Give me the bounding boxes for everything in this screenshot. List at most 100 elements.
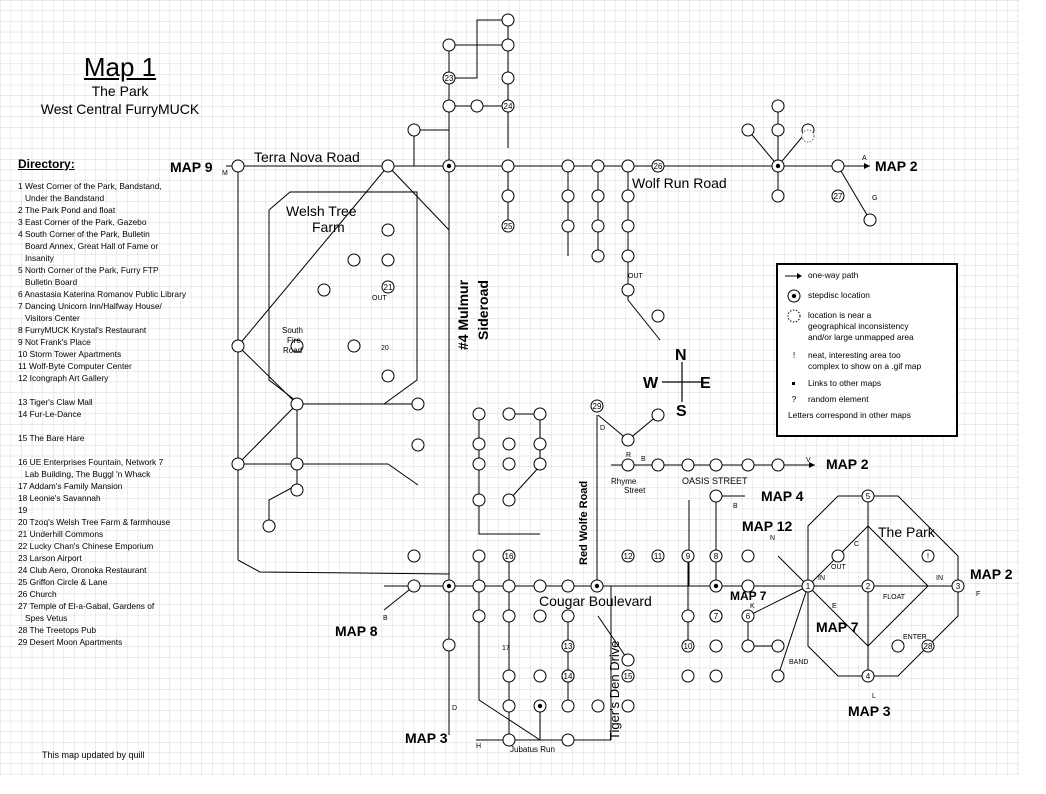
map3-bottom-link[interactable]: MAP 3 (848, 703, 891, 719)
location-15[interactable]: 15 (621, 669, 635, 683)
location-node[interactable] (501, 13, 515, 27)
location-node[interactable] (407, 123, 421, 137)
location-node[interactable] (561, 579, 575, 593)
location-12[interactable]: 12 (621, 549, 635, 563)
location-1[interactable]: 1 (801, 579, 815, 593)
location-13[interactable]: 13 (561, 639, 575, 653)
location-node[interactable] (621, 249, 635, 263)
location-6[interactable]: 6 (741, 609, 755, 623)
location-node[interactable] (621, 283, 635, 297)
location-node[interactable] (771, 669, 785, 683)
location-node[interactable] (442, 99, 456, 113)
location-node[interactable] (381, 253, 395, 267)
location-node[interactable] (801, 129, 815, 143)
location-node[interactable] (741, 123, 755, 137)
location-node[interactable] (741, 549, 755, 563)
location-3[interactable]: 3 (951, 579, 965, 593)
location-node[interactable] (290, 397, 304, 411)
location-node[interactable] (561, 609, 575, 623)
location-node[interactable] (533, 669, 547, 683)
location-node[interactable] (561, 219, 575, 233)
location-node[interactable] (502, 407, 516, 421)
location-node[interactable] (407, 579, 421, 593)
location-node[interactable] (317, 283, 331, 297)
location-node[interactable] (621, 159, 635, 173)
location-node[interactable] (621, 653, 635, 667)
map12-link[interactable]: MAP 12 (742, 518, 793, 534)
location-node[interactable] (442, 159, 456, 173)
location-node[interactable] (411, 397, 425, 411)
location-node[interactable] (442, 38, 456, 52)
location-node[interactable] (533, 609, 547, 623)
location-node[interactable] (681, 458, 695, 472)
location-node[interactable] (651, 309, 665, 323)
location-14[interactable]: 14 (561, 669, 575, 683)
location-node[interactable] (472, 579, 486, 593)
location-node[interactable] (231, 339, 245, 353)
location-node[interactable] (502, 579, 516, 593)
location-node[interactable] (651, 458, 665, 472)
location-2[interactable]: 2 (861, 579, 875, 593)
location-11[interactable]: 11 (651, 549, 665, 563)
location-node[interactable] (262, 519, 276, 533)
location-23[interactable]: 23 (442, 71, 456, 85)
location-node[interactable] (472, 493, 486, 507)
location-24[interactable]: 24 (501, 99, 515, 113)
location-node[interactable] (290, 457, 304, 471)
location-4[interactable]: 4 (861, 669, 875, 683)
location-node[interactable] (709, 669, 723, 683)
map4-link[interactable]: MAP 4 (761, 488, 804, 504)
location-node[interactable] (591, 219, 605, 233)
map3-left-link[interactable]: MAP 3 (405, 730, 448, 746)
location-node[interactable] (709, 489, 723, 503)
location-8[interactable]: 8 (709, 549, 723, 563)
location-node[interactable] (891, 639, 905, 653)
location-node[interactable] (472, 407, 486, 421)
location-node[interactable] (741, 458, 755, 472)
location-node[interactable] (533, 699, 547, 713)
location-node[interactable] (561, 733, 575, 747)
location-node[interactable] (347, 253, 361, 267)
location-node[interactable] (472, 457, 486, 471)
location-node[interactable] (621, 458, 635, 472)
map2-top-link[interactable]: MAP 2 (875, 158, 918, 174)
location-node[interactable] (561, 699, 575, 713)
location-node[interactable] (533, 407, 547, 421)
location-node[interactable] (290, 483, 304, 497)
location-node[interactable] (442, 638, 456, 652)
location-node[interactable] (347, 339, 361, 353)
location-26[interactable]: 26 (651, 159, 665, 173)
location-node[interactable] (502, 457, 516, 471)
location-node[interactable] (502, 669, 516, 683)
location-node[interactable] (381, 223, 395, 237)
location-node[interactable] (231, 159, 245, 173)
location-node[interactable] (472, 609, 486, 623)
location-10[interactable]: 10 (681, 639, 695, 653)
location-node[interactable] (502, 733, 516, 747)
location-node[interactable] (591, 159, 605, 173)
map9-link[interactable]: MAP 9 (170, 159, 213, 175)
location-29[interactable]: 29 (590, 399, 604, 413)
location-node[interactable] (591, 249, 605, 263)
location-21[interactable]: 21 (381, 280, 395, 294)
location-node[interactable] (771, 99, 785, 113)
location-node[interactable] (501, 71, 515, 85)
location-node[interactable] (533, 579, 547, 593)
location-node[interactable] (501, 159, 515, 173)
location-node[interactable] (621, 219, 635, 233)
location-node[interactable] (621, 189, 635, 203)
location-node[interactable] (681, 669, 695, 683)
map2-right-link[interactable]: MAP 2 (970, 566, 1013, 582)
location-node[interactable] (381, 369, 395, 383)
location-node[interactable] (591, 699, 605, 713)
location-node[interactable] (502, 609, 516, 623)
location-node[interactable] (771, 159, 785, 173)
location-node[interactable] (771, 189, 785, 203)
map7-link-a[interactable]: MAP 7 (730, 589, 767, 603)
location-node[interactable] (502, 699, 516, 713)
location-node[interactable] (407, 549, 421, 563)
location-9[interactable]: 9 (681, 549, 695, 563)
location-node[interactable] (741, 639, 755, 653)
location-node[interactable] (741, 579, 755, 593)
location-node[interactable] (411, 438, 425, 452)
